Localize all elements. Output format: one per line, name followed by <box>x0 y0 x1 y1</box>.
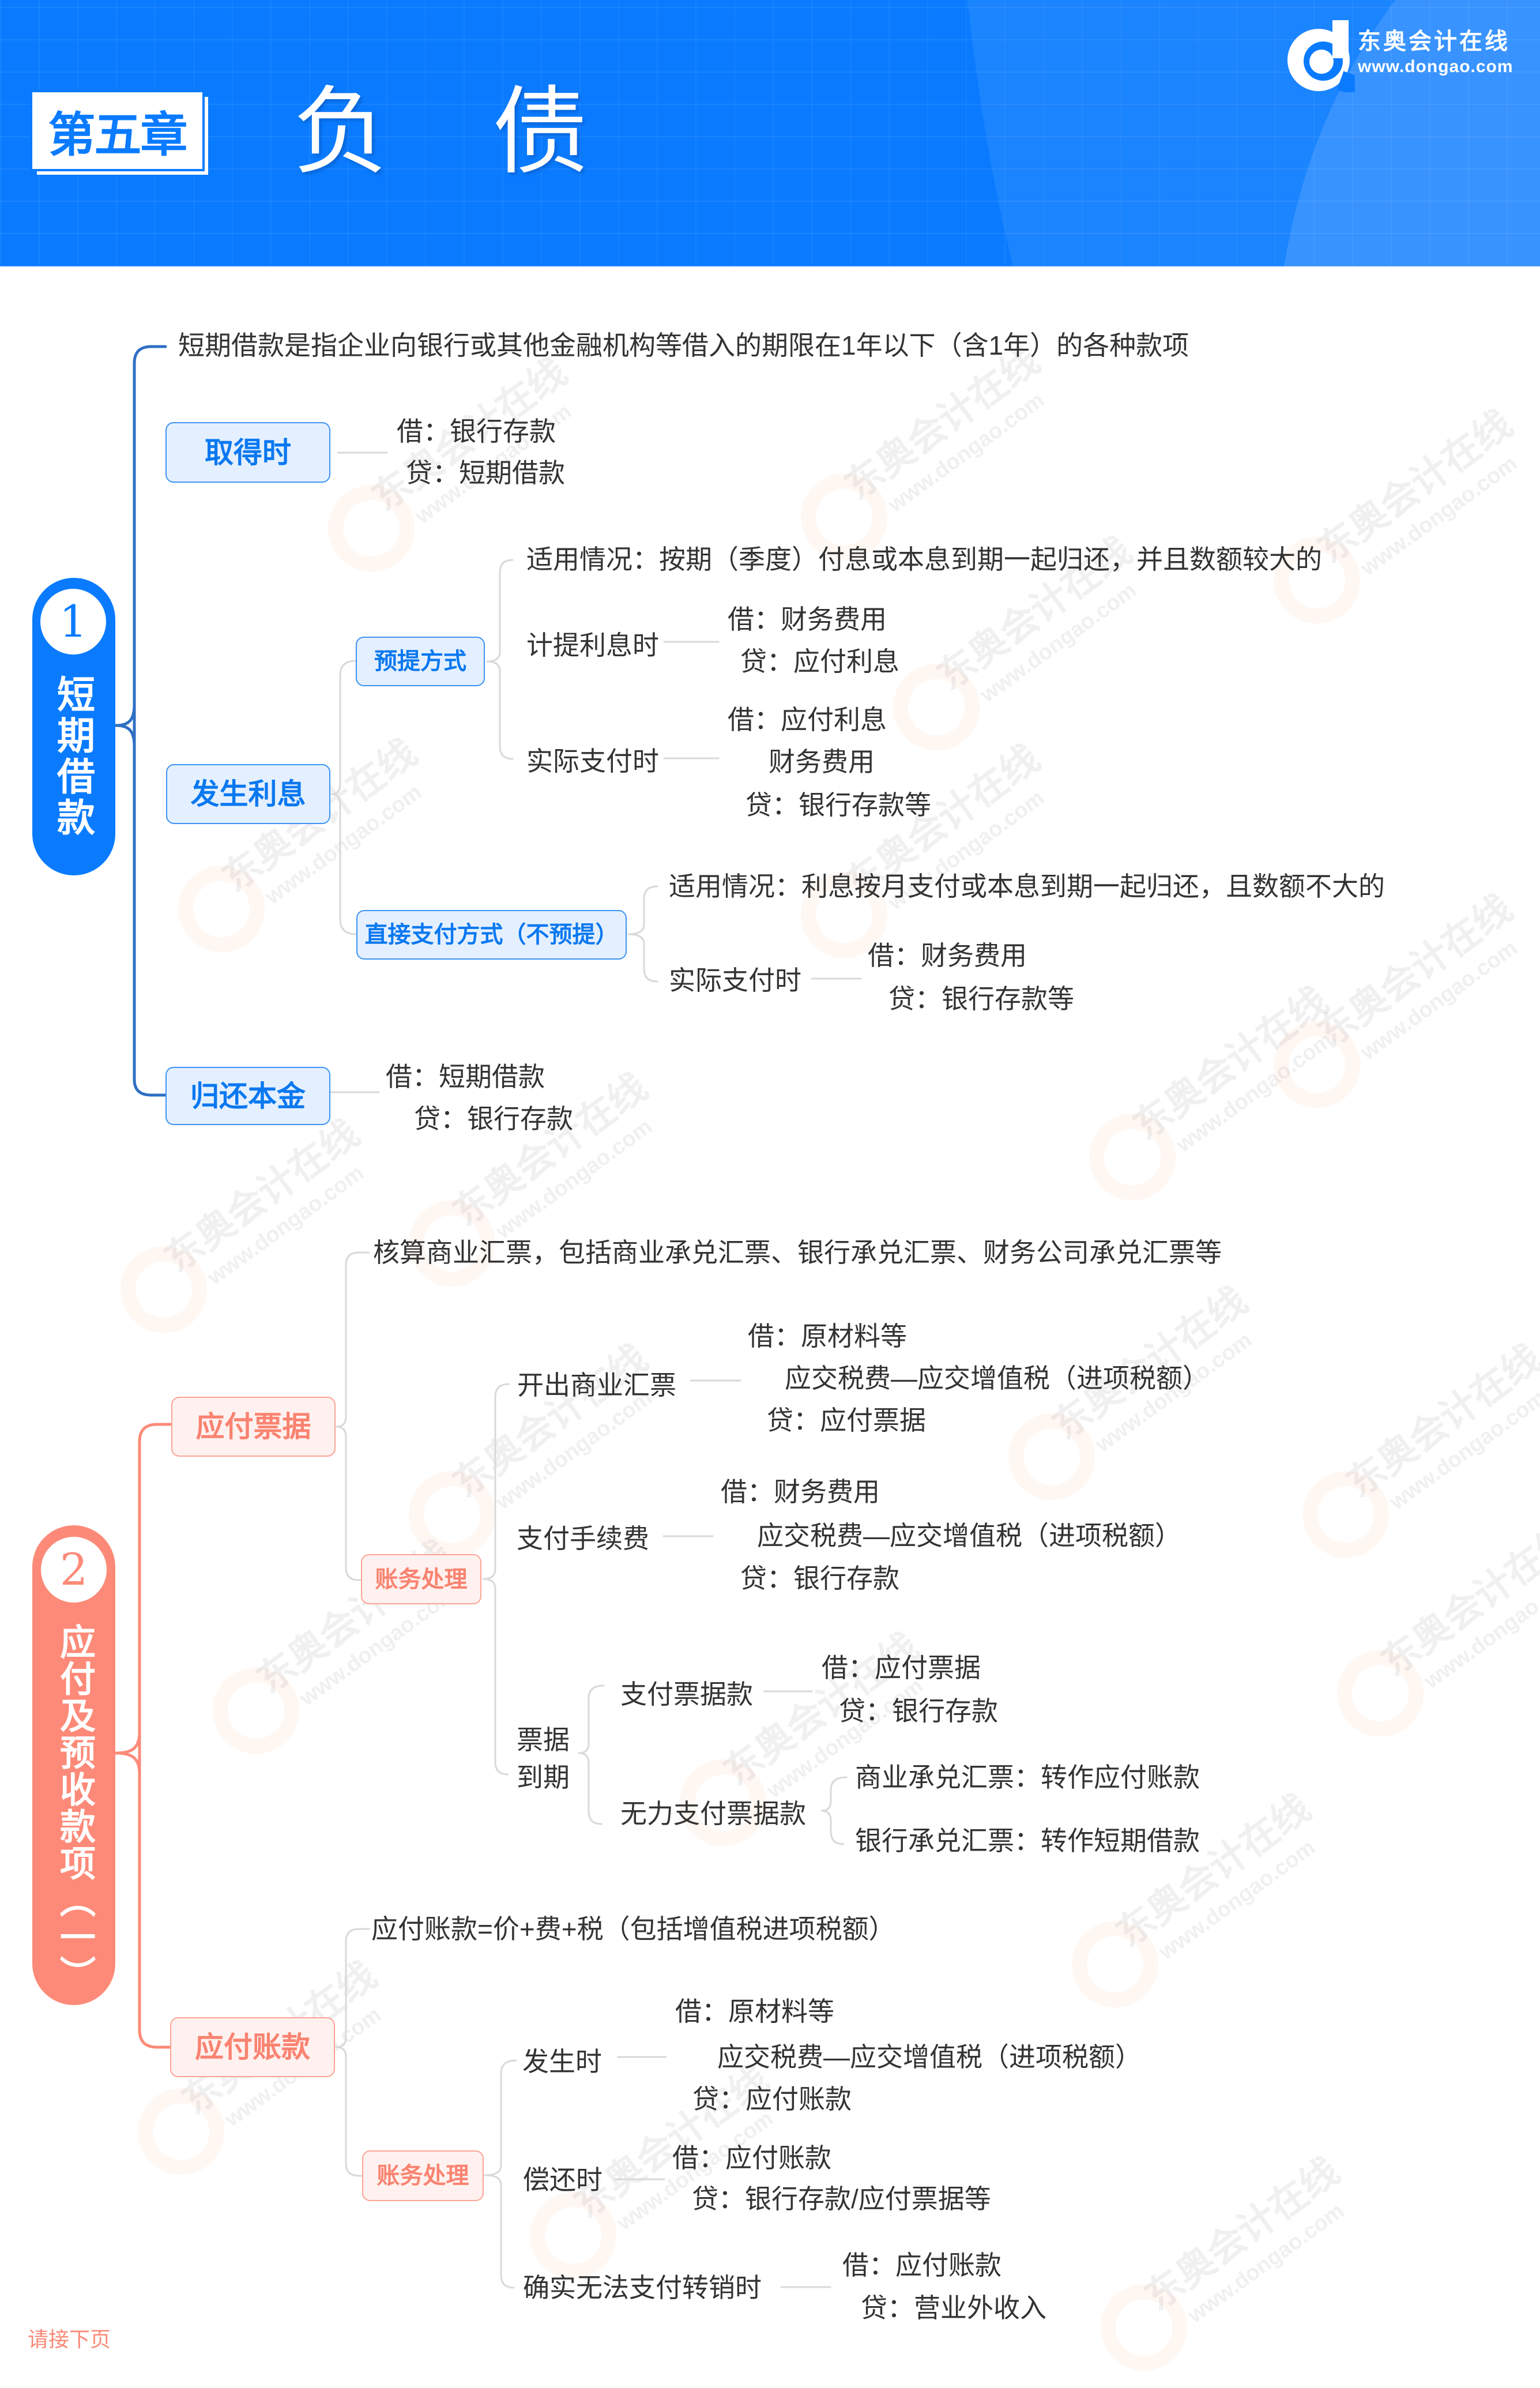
journal-entry-credit: 贷：应付利息 <box>740 646 899 676</box>
branch-label: 确实无法支付转销时 <box>523 2273 762 2303</box>
journal-entry-debit: 借：财务费用 <box>868 941 1027 971</box>
branch-label: 发生时 <box>522 2047 602 2077</box>
case-text: 商业承兑汇票：转作应付账款 <box>855 1762 1200 1792</box>
section-number-badge: 1 <box>40 589 106 655</box>
section-number-badge: 2 <box>41 1537 107 1603</box>
journal-entry-credit: 贷：银行存款 <box>740 1563 899 1593</box>
journal-entry-debit: 借：短期借款 <box>386 1062 545 1092</box>
journal-entry-debit: 借：财务费用 <box>721 1477 880 1507</box>
node-notes-payable: 应付票据 <box>171 1397 336 1457</box>
section-title: 短期借款 <box>51 675 96 838</box>
header-decoration <box>967 0 1540 266</box>
branch-label: 到期 <box>517 1762 570 1792</box>
node-accounting-treatment: 账务处理 <box>362 2150 484 2201</box>
journal-entry-credit: 贷：银行存款 <box>414 1104 573 1134</box>
section-pill <box>32 1525 115 2005</box>
node-accrual-method: 预提方式 <box>356 637 485 686</box>
journal-entry-credit: 贷：应付账款 <box>692 2084 852 2114</box>
journal-entry-credit: 贷：银行存款等 <box>745 790 931 820</box>
node-accounts-payable: 应付账款 <box>170 2017 335 2077</box>
description-text: 核算商业汇票，包括商业承兑汇票、银行承兑汇票、财务公司承兑汇票等 <box>373 1238 1222 1268</box>
branch-label: 实际支付时 <box>526 746 659 776</box>
branch-label: 实际支付时 <box>669 965 801 995</box>
dongao-logo-icon <box>1287 20 1355 92</box>
node-interest: 发生利息 <box>166 764 330 824</box>
formula-text: 应付账款=价+费+税（包括增值税进项税额） <box>371 1914 895 1944</box>
branch-label: 计提利息时 <box>526 630 659 660</box>
logo-name: 东奥会计在线 <box>1358 29 1510 54</box>
journal-entry-debit: 借：应付账款 <box>842 2250 1001 2280</box>
node-direct-payment-method: 直接支付方式（不预提） <box>356 910 627 960</box>
journal-entry-credit: 贷：短期借款 <box>406 458 565 488</box>
branch-label: 支付手续费 <box>517 1524 649 1554</box>
section-title: 应付及预收款项（一） <box>54 1623 96 1992</box>
journal-entry-debit: 借：应付账款 <box>672 2143 831 2173</box>
branch-label: 票据 <box>517 1725 570 1755</box>
journal-entry-debit: 借：银行存款 <box>397 416 556 446</box>
node-accounting-treatment: 账务处理 <box>361 1554 481 1604</box>
journal-entry-credit: 贷：应付票据 <box>767 1405 926 1435</box>
journal-entry-debit: 借：原材料等 <box>675 1996 834 2026</box>
chapter-header: 第五章 负债 东奥会计在线 www.dongao.com <box>0 0 1540 266</box>
continue-next-page-note: 请接下页 <box>28 2327 111 2351</box>
node-acquire: 取得时 <box>165 422 330 483</box>
journal-entry-debit: 借：原材料等 <box>748 1321 907 1351</box>
journal-entry-credit: 贷：银行存款/应付票据等 <box>692 2184 991 2214</box>
journal-entry-debit: 应交税费—应交增值税（进项税额） <box>757 1521 1181 1551</box>
journal-entry-debit: 应交税费—应交增值税（进项税额） <box>717 2042 1142 2072</box>
journal-entry-credit: 贷：银行存款 <box>839 1696 998 1726</box>
journal-entry-debit: 借：应付票据 <box>822 1653 981 1683</box>
applicable-condition: 适用情况：按期（季度）付息或本息到期一起归还，并且数额较大的 <box>526 544 1322 574</box>
branch-label: 无力支付票据款 <box>620 1799 806 1829</box>
chapter-title: 负债 <box>293 77 692 188</box>
journal-entry-debit: 借：财务费用 <box>728 604 887 634</box>
logo-url: www.dongao.com <box>1358 57 1513 76</box>
journal-entry-debit: 应交税费—应交增值税（进项税额） <box>785 1363 1209 1393</box>
journal-entry-debit: 借：应付利息 <box>728 705 887 735</box>
definition-text: 短期借款是指企业向银行或其他金融机构等借入的期限在1年以下（含1年）的各种款项 <box>178 330 1189 360</box>
journal-entry-credit: 贷：银行存款等 <box>888 984 1074 1014</box>
applicable-condition: 适用情况：利息按月支付或本息到期一起归还，且数额不大的 <box>669 871 1385 901</box>
branch-label: 开出商业汇票 <box>517 1370 676 1400</box>
branch-label: 支付票据款 <box>620 1679 753 1709</box>
chapter-badge: 第五章 <box>32 92 202 169</box>
journal-entry-credit: 贷：营业外收入 <box>861 2293 1046 2323</box>
journal-entry-debit: 财务费用 <box>769 747 875 777</box>
branch-label: 偿还时 <box>523 2165 603 2195</box>
node-repay-principal: 归还本金 <box>165 1067 330 1125</box>
case-text: 银行承兑汇票：转作短期借款 <box>855 1826 1200 1856</box>
